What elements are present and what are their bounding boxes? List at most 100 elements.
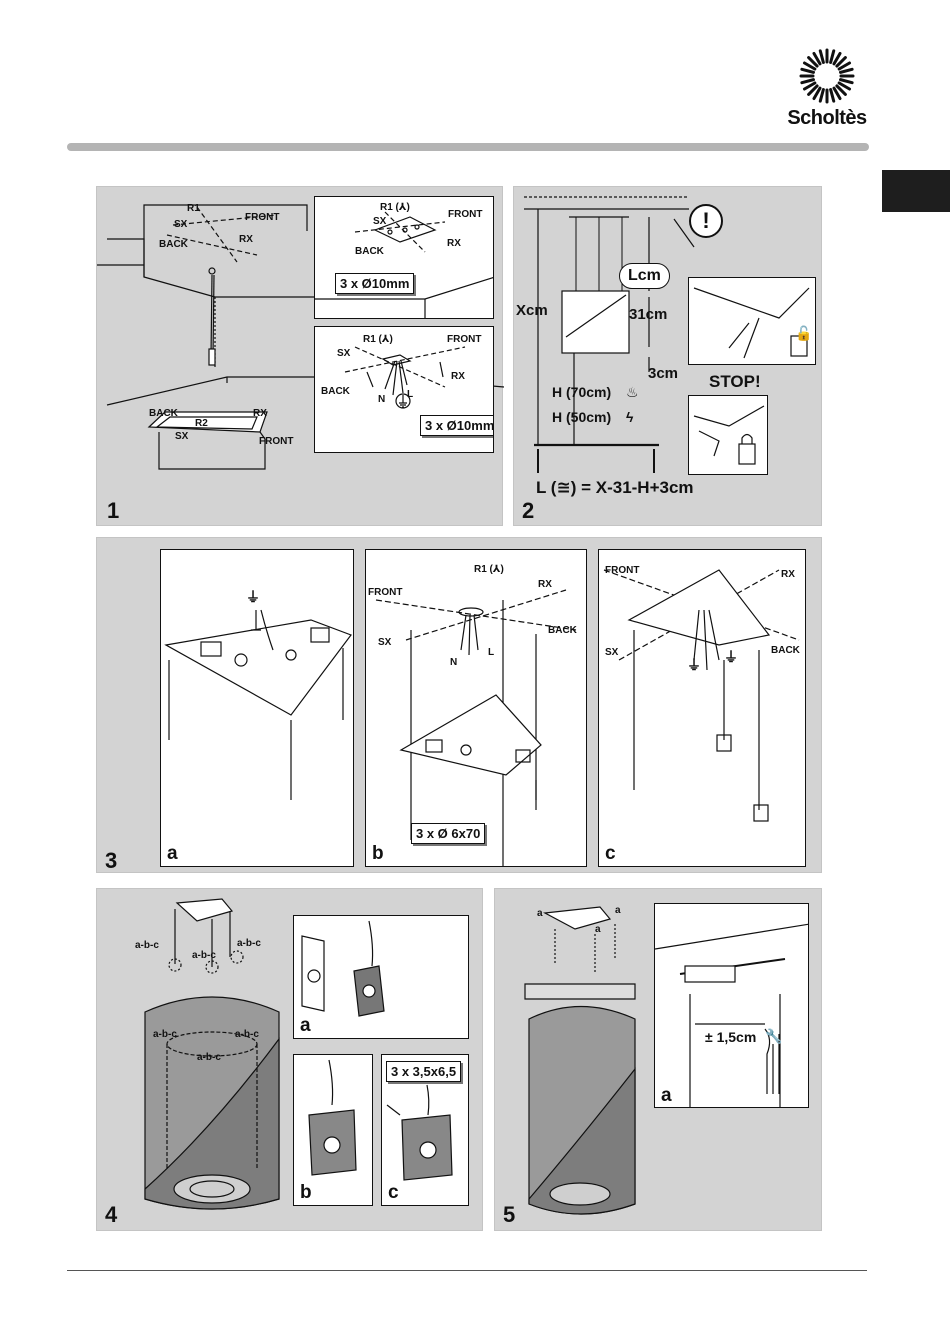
step-3c-rx: RX <box>781 569 795 580</box>
lightning-icon: ϟ <box>626 409 634 425</box>
detail-bottom-l: L <box>407 389 414 400</box>
brand-name: Scholtès <box>787 107 867 129</box>
floor-label-front: FRONT <box>259 436 294 447</box>
height-gas: H (70cm) <box>552 384 612 400</box>
level-a: a <box>595 924 601 935</box>
detail-bottom-r1: R1 (⅄) <box>363 334 393 345</box>
step-3c-back: BACK <box>771 645 800 656</box>
logo-ray <box>829 88 836 103</box>
ground-icon: ⏚ <box>246 589 260 605</box>
detail-top-back: BACK <box>355 246 384 257</box>
step-4a-label: a <box>300 1015 311 1036</box>
screw-fix-drawing <box>386 1084 453 1181</box>
abc-label: a-b-c <box>153 1029 177 1040</box>
logo-ray <box>800 78 815 85</box>
step-3b-label: b <box>372 843 384 864</box>
logo-ray <box>812 86 822 101</box>
logo-ray <box>839 67 854 74</box>
adjustment-detail-drawing <box>655 923 808 1107</box>
logo-ray <box>818 49 825 64</box>
label-sx: SX <box>174 219 188 230</box>
step-4b: b <box>293 1054 373 1206</box>
detail-locked <box>688 395 768 475</box>
height-measurement-drawing <box>524 196 695 473</box>
ground-icon: ⏚ <box>724 649 738 665</box>
wiring-drawing <box>344 346 466 409</box>
detail-bottom-front: FRONT <box>447 334 482 345</box>
figure-panel-4: a-b-c a-b-c a-b-c a-b-c a-b-c a-b-c a b <box>96 888 483 1231</box>
step-3b: R1 (⅄) FRONT RX SX BACK N L 3 x Ø 6x70 b <box>365 549 587 867</box>
logo-ray <box>837 61 852 71</box>
detail-bottom-drill: 3 x Ø10mm <box>420 415 493 436</box>
detail-bottom-rx: RX <box>451 371 465 382</box>
figure-panel-1: R1 SX FRONT RX BACK BACK RX R2 SX FRONT … <box>96 186 504 526</box>
logo-ray <box>818 88 825 103</box>
figure-panel-3: ⏚ a R1 (⅄) FRONT RX SX BACK N L 3 x Ø 6x… <box>96 537 822 873</box>
detail-bottom-sx: SX <box>337 348 351 359</box>
logo-ray <box>832 51 842 66</box>
level-a: a <box>615 905 621 916</box>
abc-label: a-b-c <box>237 938 261 949</box>
length-formula: L (≅) = X-31-H+3cm <box>536 478 694 497</box>
abc-label: a-b-c <box>197 1052 221 1063</box>
figure-number-2: 2 <box>522 498 535 523</box>
logo-ray <box>802 61 817 71</box>
step-4b-label: b <box>300 1182 312 1203</box>
logo-ray <box>835 84 847 96</box>
detail-top-rx: RX <box>447 238 461 249</box>
dimension-31: 31cm <box>629 306 668 323</box>
wrench-icon: 🔧 <box>765 1028 783 1044</box>
label-rx: RX <box>239 234 253 245</box>
locked-drawing <box>693 405 765 465</box>
adjust-range: ± 1,5cm <box>705 1029 757 1045</box>
label-r1: R1 <box>187 203 200 214</box>
chimney-cylinder-drawing <box>144 898 280 1210</box>
step-3b-sx: SX <box>378 637 392 648</box>
step-3b-l: L <box>488 647 495 658</box>
detail-wiring: R1 (⅄) SX FRONT RX BACK N L 3 x Ø10mm <box>314 326 494 453</box>
logo-ray <box>832 86 842 101</box>
detail-top-drill: 3 x Ø10mm <box>335 273 415 294</box>
footer-divider <box>67 1270 867 1271</box>
language-tab <box>882 170 950 212</box>
height-electric: H (50cm) <box>552 409 612 425</box>
label-front: FRONT <box>245 212 280 223</box>
bracket-ground-drawing <box>164 609 352 800</box>
abc-label: a-b-c <box>192 950 216 961</box>
unlock-icon: 🔓 <box>795 325 813 341</box>
flame-icon: ♨ <box>626 384 639 400</box>
figure-number-5: 5 <box>503 1202 516 1227</box>
warning-icon: ! <box>689 204 723 238</box>
logo-ray <box>807 84 819 96</box>
detail-top-sx: SX <box>373 216 387 227</box>
logo-ray <box>829 49 836 64</box>
step-3b-r1: R1 (⅄) <box>474 564 504 575</box>
logo-ray <box>837 81 852 91</box>
figure-panel-5: a a a ± 1,5cm 🔧 a 5 <box>494 888 822 1231</box>
ground-icon: ⏚ <box>687 657 701 673</box>
logo-ray <box>812 51 822 66</box>
step-3b-front: FRONT <box>368 587 403 598</box>
length-callout: Lcm <box>619 263 670 289</box>
hook-engage-drawing <box>308 1059 357 1176</box>
detail-top-r1: R1 (⅄) <box>380 202 410 213</box>
figure-number-3: 3 <box>105 848 118 873</box>
label-back: BACK <box>159 239 188 250</box>
step-3b-n: N <box>450 657 458 668</box>
step-3a: ⏚ a <box>160 549 354 867</box>
step-5a: ± 1,5cm 🔧 a <box>654 903 809 1108</box>
bracket-cables-drawing <box>603 569 800 822</box>
floor-label-rx: RX <box>253 408 267 419</box>
figure-panel-2: ! Lcm Xcm 31cm 3cm H (70cm) H (50cm) ♨ ϟ… <box>513 186 822 526</box>
detail-top-front: FRONT <box>448 209 483 220</box>
step-3b-back: BACK <box>548 625 577 636</box>
ceiling-holes-drawing <box>315 211 493 318</box>
figure-number-4: 4 <box>105 1202 118 1227</box>
abc-label: a-b-c <box>135 940 159 951</box>
ceiling-floor-drawing <box>97 204 504 470</box>
dimension-x: Xcm <box>516 302 548 319</box>
brand-logo: Scholtès <box>772 44 882 134</box>
detail-ceiling-holes: R1 (⅄) SX FRONT RX BACK 3 x Ø10mm <box>314 196 494 319</box>
dimension-3: 3cm <box>648 365 679 382</box>
logo-ray <box>802 81 817 91</box>
